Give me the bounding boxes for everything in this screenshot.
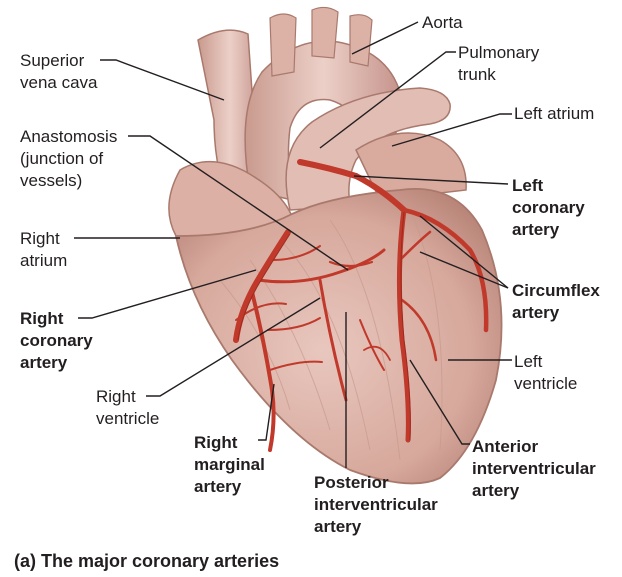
right-marginal-artery-label: Right marginal artery (194, 433, 265, 496)
figure-caption: (a) The major coronary arteries (14, 551, 280, 571)
ventricles-shape (174, 188, 503, 485)
anterior-interventricular-artery-label: Anterior interventricular artery (472, 437, 596, 500)
circumflex-artery-label: Circumflex artery (512, 281, 600, 322)
right-coronary-artery-label: Right coronary artery (20, 309, 93, 372)
superior-vena-cava-label: Superior vena cava (20, 51, 98, 92)
artery-shading (237, 211, 411, 441)
left-coronary-artery-label: Left coronary artery (512, 176, 585, 239)
pulmonary-trunk-shape (285, 87, 451, 211)
right-ventricle-label: Right ventricle (96, 387, 160, 428)
left-ventricle-label: Left ventricle (514, 352, 578, 393)
subclavian-branch-shape (349, 14, 373, 67)
left-atrium-label: Left atrium (514, 104, 595, 123)
pulmonary-trunk-label: Pulmonary trunk (458, 43, 540, 84)
brachiocephalic-branch-shape (269, 13, 297, 77)
anastomosis-label: Anastomosis (junction of vessels) (20, 127, 118, 190)
carotid-branch-shape (311, 6, 339, 59)
right-atrium-label: Right atrium (20, 229, 68, 270)
aorta-label: Aorta (422, 13, 463, 32)
posterior-interventricular-artery-label: Posterior interventricular artery (314, 473, 438, 536)
leader-lines (74, 21, 512, 468)
